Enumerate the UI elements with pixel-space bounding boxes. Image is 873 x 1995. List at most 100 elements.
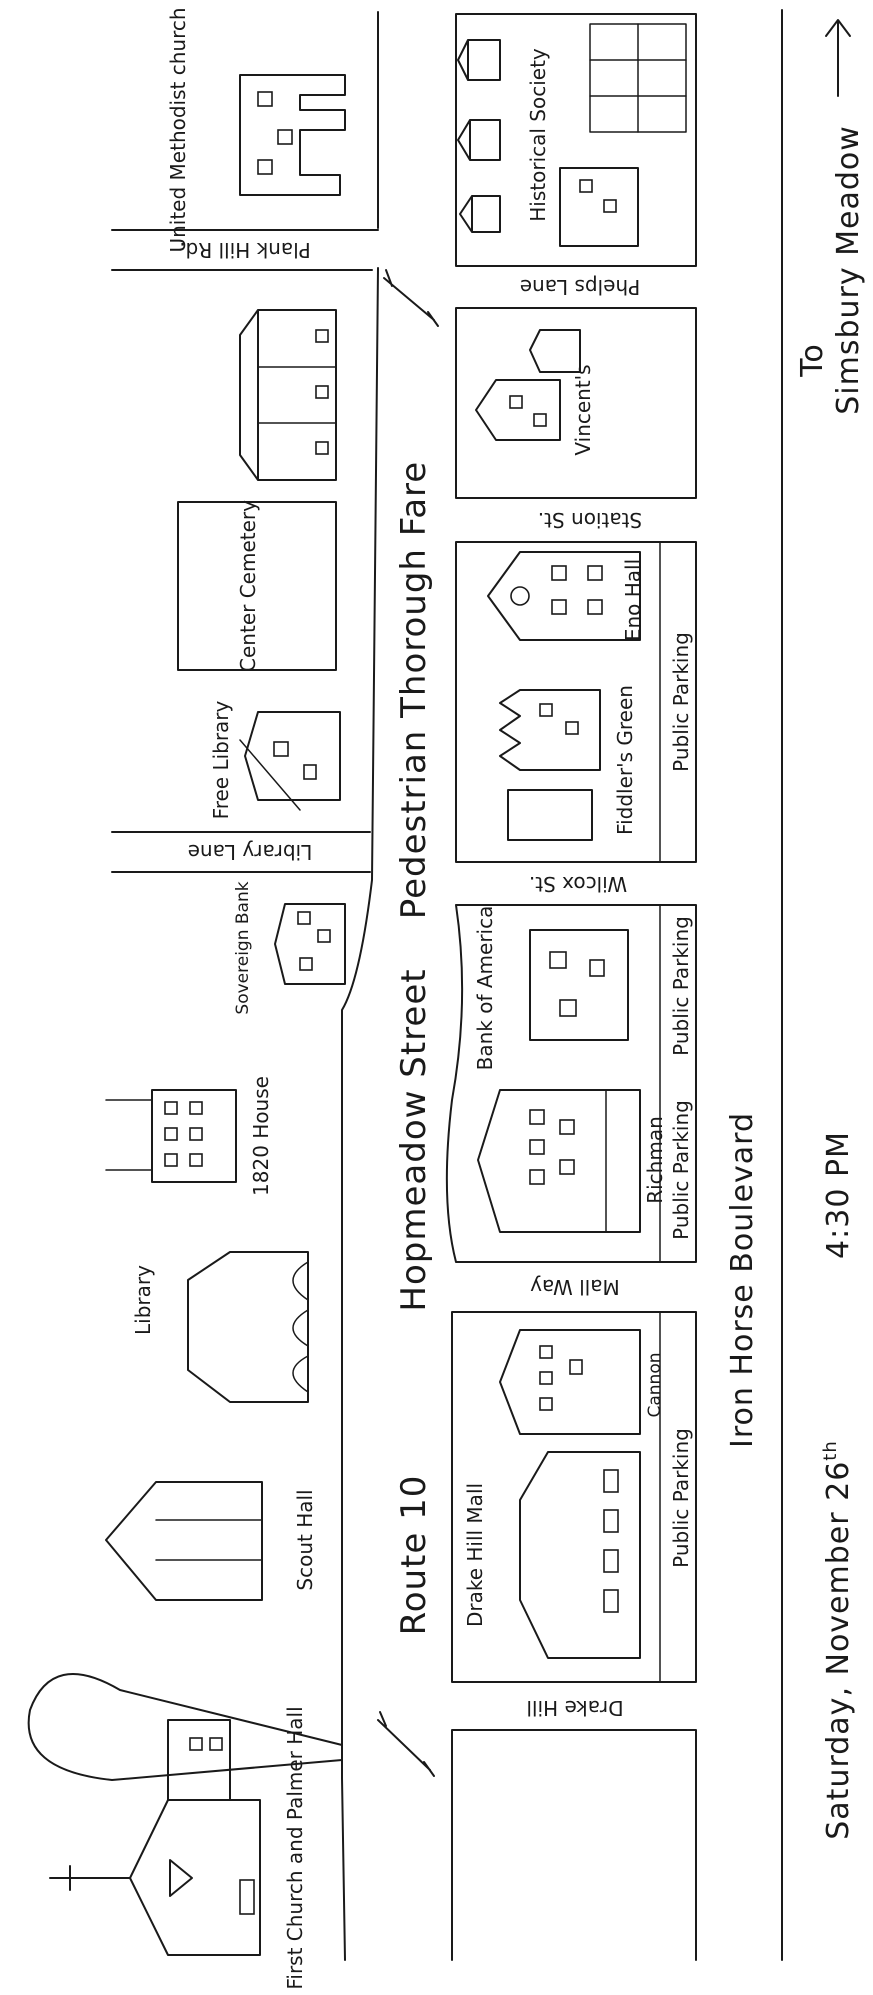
richman-window — [529, 1169, 545, 1185]
street-outlines — [27, 9, 783, 1961]
sovereign-bank-window — [317, 929, 331, 943]
label-public-parking-3: Public Parking — [669, 1100, 693, 1240]
fiddlers-window — [565, 721, 579, 735]
label-destination-to: To — [795, 343, 830, 378]
label-hopmeadow-street: Hopmeadow Street — [394, 968, 434, 1311]
storefront-window — [315, 385, 329, 399]
label-sovereign-bank: Sovereign Bank — [233, 881, 253, 1014]
first-church-rose-window — [169, 1859, 193, 1897]
first-church-door — [239, 1879, 255, 1915]
label-station-st: Station St. — [538, 508, 642, 532]
first-church-lot-edge — [341, 1777, 346, 1961]
richman-outline — [477, 1089, 641, 1233]
richman-window — [559, 1159, 575, 1175]
label-public-parking-4: Public Parking — [669, 1428, 693, 1568]
storefront-divisions — [257, 366, 337, 424]
label-1820-house: 1820 House — [249, 1076, 273, 1196]
house-1820-window — [189, 1127, 203, 1141]
scout-hall-walls — [155, 1519, 263, 1561]
event-date-sup: th — [820, 1440, 841, 1460]
boa-outline — [529, 929, 629, 1041]
scout-hall-drawing — [105, 1481, 263, 1601]
label-vincents: Vincent's — [571, 364, 595, 455]
sovereign-bank-window — [297, 911, 311, 925]
vincents-annex — [529, 329, 581, 373]
methodist-window — [257, 159, 273, 175]
house-1820-chimneys — [105, 1099, 153, 1171]
block-corner — [451, 1729, 697, 1961]
label-iron-horse-boulevard: Iron Horse Boulevard — [725, 1112, 760, 1448]
cannon-outline — [499, 1329, 641, 1435]
first-church-drawing — [49, 1719, 261, 1956]
sovereign-bank-window — [299, 957, 313, 971]
house-1820-window — [164, 1101, 178, 1115]
drake-hill-mall-outline — [519, 1451, 641, 1659]
drake-hill-mall-drawing — [519, 1451, 641, 1659]
richman-window — [529, 1109, 545, 1125]
house-1820-drawing — [105, 1089, 237, 1183]
block-banks — [445, 904, 697, 1263]
cannon-window — [539, 1397, 553, 1411]
cannon-window — [569, 1359, 583, 1375]
house-1820-outline — [151, 1089, 237, 1183]
eno-hall-window — [587, 565, 603, 581]
mall-window — [603, 1589, 619, 1613]
label-eno-hall: Eno Hall — [621, 559, 645, 641]
hs-window — [603, 199, 617, 213]
house-1820-window — [164, 1153, 178, 1167]
mall-window — [603, 1549, 619, 1573]
palmer-hall-window — [189, 1737, 203, 1751]
scout-hall-outline — [105, 1481, 263, 1601]
arrow-shaft — [825, 19, 851, 97]
cul-de-sac — [27, 1673, 343, 1781]
fiddlers-window — [539, 703, 553, 717]
library-drawing — [187, 1251, 309, 1403]
crossing-north — [383, 269, 439, 327]
fiddlers-shed — [507, 789, 593, 841]
label-phelps-lane: Phelps Lane — [520, 275, 640, 299]
sovereign-bank-outline — [274, 903, 346, 985]
crossing-south — [377, 1711, 435, 1777]
arrow-right-icon — [825, 19, 851, 97]
label-route-10: Route 10 — [394, 1475, 434, 1636]
label-public-parking-2: Public Parking — [669, 916, 693, 1056]
event-date: Saturday, November 26th — [820, 1440, 856, 1840]
hs-window — [579, 179, 593, 193]
vincents-window — [509, 395, 523, 409]
eno-hall-window — [551, 565, 567, 581]
label-scout-hall: Scout Hall — [293, 1489, 317, 1590]
boa-window — [589, 959, 605, 977]
event-time: 4:30 PM — [821, 1131, 856, 1259]
free-library-outline — [244, 711, 341, 801]
house-1820-window — [164, 1127, 178, 1141]
eno-hall-window — [551, 599, 567, 615]
house-1820-window — [189, 1101, 203, 1115]
free-library-roofline — [239, 739, 301, 811]
free-library-window — [273, 741, 289, 757]
fiddlers-green-drawing — [499, 689, 601, 841]
storefront-window — [315, 441, 329, 455]
boa-window — [549, 951, 567, 969]
label-free-library: Free Library — [209, 700, 233, 819]
block-historical-society — [455, 13, 697, 267]
label-center-cemetery: Center Cemetery — [236, 500, 260, 672]
label-mall-way: Mall Way — [530, 1275, 620, 1299]
free-library-window — [303, 764, 317, 780]
hopmeadow-west-edge — [341, 267, 379, 1779]
united-methodist-church-drawing — [239, 74, 346, 196]
boa-window — [559, 999, 577, 1017]
church-cross — [49, 1865, 131, 1891]
cannon-window — [539, 1345, 553, 1359]
hs-house-3 — [459, 195, 501, 233]
library-arches — [292, 1261, 309, 1393]
label-library-lane: Library Lane — [188, 840, 313, 864]
label-fiddlers-green: Fiddler's Green — [613, 685, 637, 835]
storefront-window — [315, 329, 329, 343]
eno-hall-drawing — [487, 551, 641, 641]
palmer-hall-wing — [167, 1719, 231, 1801]
center-cemetery-plot — [177, 501, 337, 671]
church-cross-icon — [49, 1865, 131, 1891]
hs-grid-lines — [589, 23, 687, 133]
